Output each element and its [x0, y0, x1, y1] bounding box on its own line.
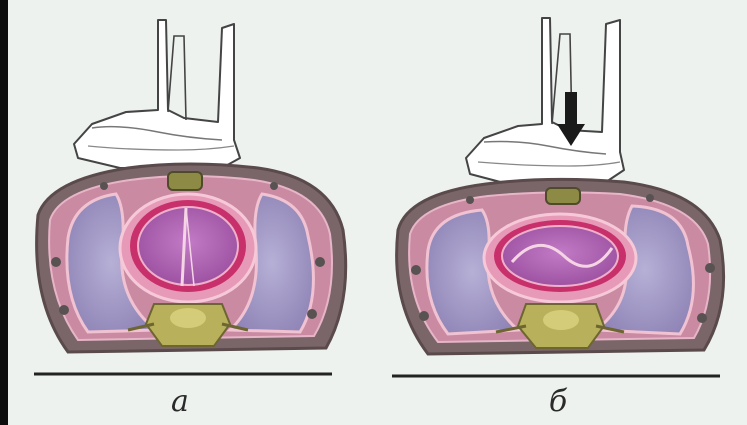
sternum	[168, 172, 202, 190]
heart	[484, 214, 636, 302]
panel-label-a: а	[160, 386, 200, 418]
hands-icon	[74, 20, 240, 168]
figure-canvas: а б	[8, 0, 747, 425]
heart	[120, 194, 256, 302]
illustration-svg	[8, 0, 747, 425]
panel-b	[392, 18, 724, 376]
panel-label-b: б	[538, 386, 578, 418]
sternum	[546, 188, 580, 204]
hands-icon	[466, 18, 624, 184]
panel-a	[34, 20, 346, 374]
